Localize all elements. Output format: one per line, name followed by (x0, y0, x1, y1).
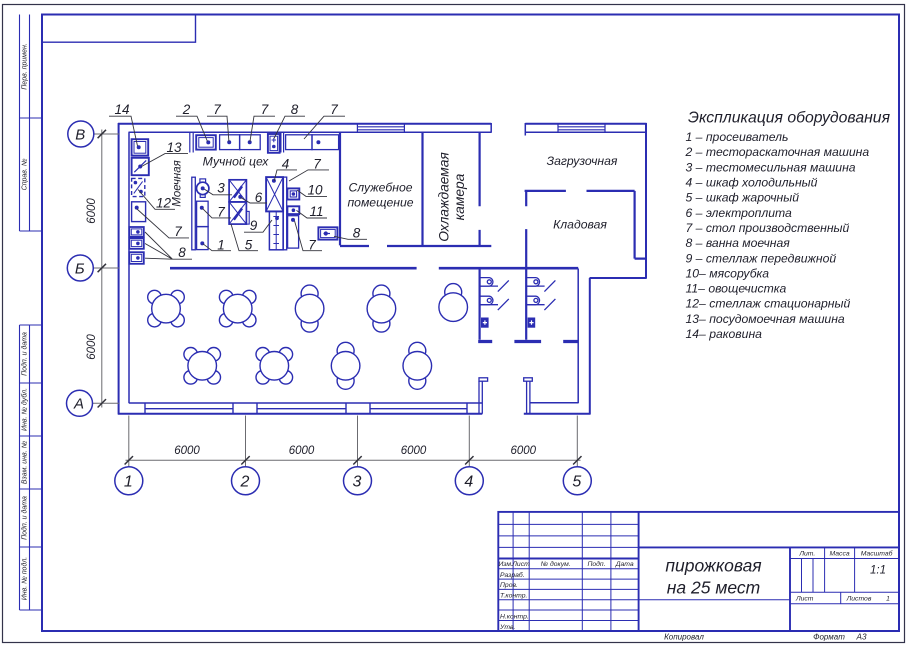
svg-text:8: 8 (291, 102, 299, 117)
svg-text:А3: А3 (855, 633, 866, 642)
svg-text:Лист: Лист (511, 561, 530, 568)
svg-text:8: 8 (178, 245, 186, 260)
svg-text:6000: 6000 (86, 198, 98, 224)
svg-text:Служебное: Служебное (348, 181, 412, 195)
svg-text:Масса: Масса (830, 551, 850, 558)
svg-text:Моечная: Моечная (172, 160, 184, 207)
svg-text:6 – электроплита: 6 – электроплита (686, 206, 793, 220)
svg-text:11: 11 (309, 204, 323, 219)
svg-text:Лист: Лист (795, 596, 814, 603)
svg-text:Подп. и дата: Подп. и дата (21, 496, 29, 540)
svg-text:Подп. и дата: Подп. и дата (21, 332, 29, 376)
svg-text:камера: камера (452, 173, 467, 220)
svg-text:2: 2 (240, 473, 250, 490)
svg-text:7: 7 (308, 238, 316, 253)
svg-text:Взам. инв. №: Взам. инв. № (22, 440, 29, 484)
svg-text:3: 3 (217, 181, 225, 196)
svg-text:Справ. №: Справ. № (22, 158, 29, 190)
svg-text:2: 2 (182, 102, 191, 117)
svg-text:4 – шкаф холодильный: 4 – шкаф холодильный (686, 176, 818, 190)
svg-text:3: 3 (353, 473, 362, 490)
svg-text:1: 1 (217, 238, 225, 253)
svg-text:5: 5 (572, 473, 581, 490)
svg-text:Охлаждаемая: Охлаждаемая (437, 152, 452, 242)
svg-text:Пров.: Пров. (500, 582, 518, 589)
svg-text:Загрузочная: Загрузочная (547, 154, 618, 168)
svg-text:7: 7 (330, 102, 338, 117)
svg-text:1 – просеиватель: 1 – просеиватель (686, 130, 789, 144)
svg-text:Листов: Листов (846, 596, 872, 603)
svg-text:Копировал: Копировал (664, 633, 704, 642)
svg-text:Утв.: Утв. (499, 624, 516, 631)
svg-text:8 – ванна моечная: 8 – ванна моечная (686, 236, 791, 250)
svg-text:помещение: помещение (347, 196, 413, 210)
svg-text:Кладовая: Кладовая (553, 218, 607, 232)
svg-text:Экспликация оборудования: Экспликация оборудования (688, 110, 890, 127)
svg-text:на 25 мест: на 25 мест (667, 578, 760, 598)
svg-text:7: 7 (261, 102, 269, 117)
svg-text:1: 1 (886, 596, 890, 603)
svg-text:Масштаб: Масштаб (861, 550, 894, 558)
svg-text:Формат: Формат (813, 633, 845, 642)
svg-text:7: 7 (213, 102, 221, 117)
svg-text:6000: 6000 (174, 445, 200, 457)
svg-text:Изм.: Изм. (498, 561, 513, 568)
svg-text:11– овощечистка: 11– овощечистка (686, 282, 787, 296)
svg-text:1:1: 1:1 (870, 565, 886, 577)
svg-text:пирожковая: пирожковая (665, 556, 761, 576)
svg-text:Н.контр.: Н.контр. (500, 613, 529, 620)
svg-text:14: 14 (114, 102, 129, 117)
svg-text:Т.контр.: Т.контр. (500, 593, 528, 600)
svg-text:В: В (75, 126, 85, 143)
svg-text:6000: 6000 (511, 445, 537, 457)
svg-text:Дата: Дата (615, 561, 634, 568)
svg-text:14– раковина: 14– раковина (686, 327, 763, 341)
svg-text:Б: Б (75, 260, 85, 277)
svg-text:13– посудомоечная машина: 13– посудомоечная машина (686, 312, 845, 326)
svg-text:4: 4 (464, 473, 473, 490)
svg-text:4: 4 (282, 157, 290, 172)
svg-text:7: 7 (313, 157, 321, 172)
svg-text:6000: 6000 (86, 334, 98, 360)
svg-text:3 – тестомесильная машина: 3 – тестомесильная машина (686, 160, 856, 174)
svg-text:10: 10 (307, 183, 323, 198)
svg-text:Перв. примен.: Перв. примен. (22, 43, 29, 90)
svg-text:12– стеллаж стационарный: 12– стеллаж стационарный (686, 297, 851, 311)
svg-text:8: 8 (353, 225, 361, 240)
svg-text:9 – стеллаж передвижной: 9 – стеллаж передвижной (686, 251, 837, 265)
svg-text:6: 6 (255, 190, 263, 205)
svg-text:Лит.: Лит. (798, 551, 815, 558)
svg-text:№ докум.: № докум. (541, 560, 571, 568)
svg-text:12: 12 (156, 196, 172, 211)
svg-text:Инв. № дубл.: Инв. № дубл. (21, 388, 29, 431)
svg-text:Мучной цех: Мучной цех (203, 155, 270, 169)
svg-text:А: А (73, 396, 84, 413)
svg-text:7 – стол производственный: 7 – стол производственный (686, 221, 850, 235)
svg-text:5 – шкаф жарочный: 5 – шкаф жарочный (686, 191, 800, 205)
svg-text:5: 5 (245, 238, 253, 253)
svg-text:Подп.: Подп. (587, 560, 605, 568)
svg-text:7: 7 (174, 224, 182, 239)
svg-text:10– мясорубка: 10– мясорубка (686, 266, 770, 280)
svg-text:6000: 6000 (289, 445, 315, 457)
svg-text:6000: 6000 (401, 445, 427, 457)
svg-text:Инв. № подл.: Инв. № подл. (21, 557, 29, 600)
svg-text:9: 9 (250, 218, 258, 233)
svg-text:2 – тестораскаточная машина: 2 – тестораскаточная машина (685, 145, 870, 159)
svg-text:1: 1 (124, 473, 133, 490)
svg-text:7: 7 (217, 205, 225, 220)
svg-text:13: 13 (166, 140, 182, 155)
svg-text:Разраб.: Разраб. (500, 571, 525, 579)
